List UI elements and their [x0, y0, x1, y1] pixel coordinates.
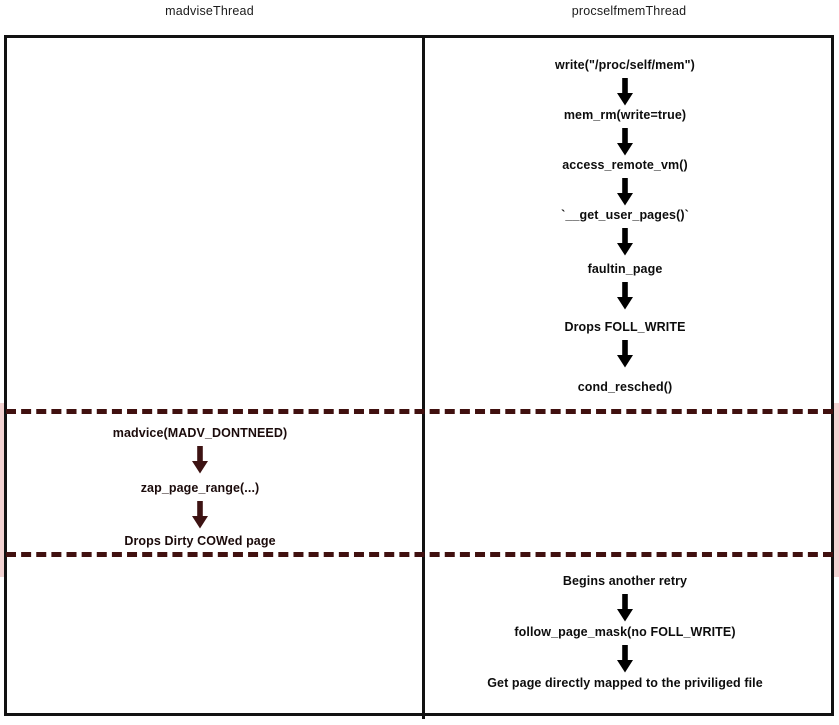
step-access-remote-vm: access_remote_vm() [562, 158, 688, 172]
lane-header-madvise: madviseThread [165, 4, 254, 18]
step-follow-page-mask: follow_page_mask(no FOLL_WRITE) [514, 625, 736, 639]
step-drops-foll-write: Drops FOLL_WRITE [564, 320, 686, 334]
arrow-down-icon [419, 282, 831, 310]
step-zap-page-range: zap_page_range(...) [140, 481, 260, 495]
lane-divider [422, 38, 425, 719]
race-window-top-boundary [6, 409, 833, 414]
procselfmem-upper-flow: write("/proc/self/mem") mem_rm(write=tru… [419, 0, 831, 400]
arrow-down-icon [0, 446, 400, 474]
madvise-flow: madvice(MADV_DONTNEED) zap_page_range(..… [0, 420, 400, 560]
arrow-down-icon [419, 228, 831, 256]
step-cond-resched: cond_resched() [577, 380, 673, 394]
step-faultin-page: faultin_page [587, 262, 663, 276]
step-write-proc-self-mem: write("/proc/self/mem") [555, 58, 695, 72]
diagram-frame [4, 35, 834, 719]
arrow-down-icon [419, 78, 831, 106]
lane-header-procselfmem: procselfmemThread [571, 4, 687, 18]
arrow-down-icon [419, 594, 831, 622]
step-mem-rm-write-true: mem_rm(write=true) [563, 108, 687, 122]
arrow-down-icon [419, 645, 831, 673]
step-get-user-pages: `__get_user_pages()` [561, 208, 689, 222]
step-begins-another-retry: Begins another retry [562, 574, 688, 588]
arrow-down-icon [419, 128, 831, 156]
step-madvice-madv-dontneed: madvice(MADV_DONTNEED) [112, 426, 288, 440]
race-window-bottom-boundary [6, 552, 833, 557]
step-get-page-directly-mapped: Get page directly mapped to the privilig… [487, 676, 763, 690]
arrow-down-icon [419, 178, 831, 206]
procselfmem-lower-flow: Begins another retry follow_page_mask(no… [419, 570, 831, 700]
step-drops-dirty-cowed-page: Drops Dirty COWed page [124, 534, 276, 548]
arrow-down-icon [0, 501, 400, 529]
arrow-down-icon [419, 340, 831, 368]
